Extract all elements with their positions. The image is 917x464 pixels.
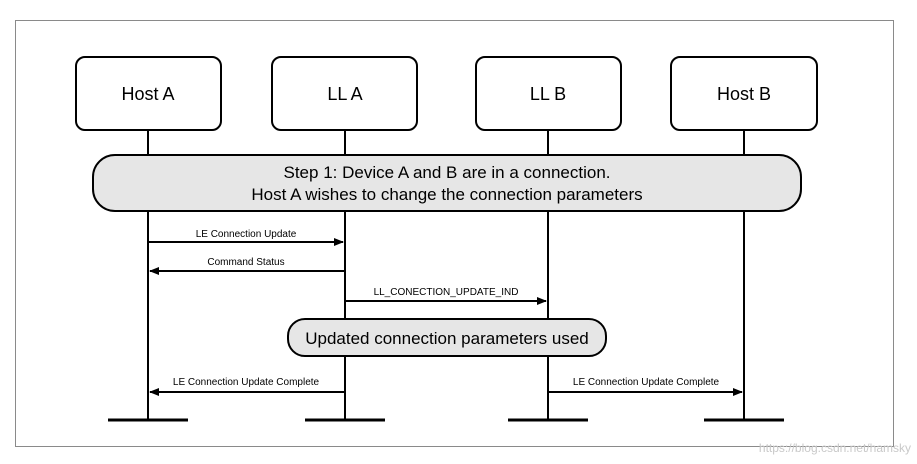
- participant-label: LL A: [327, 84, 362, 104]
- message-label: LE Connection Update Complete: [573, 377, 720, 388]
- participant-label: Host B: [717, 84, 771, 104]
- message-command-status: Command Status: [149, 257, 344, 275]
- participant-host-b: Host B: [670, 56, 818, 131]
- participant-ll-b: LL B: [475, 56, 622, 131]
- message-le-connection-update-complete-b: LE Connection Update Complete: [549, 377, 743, 396]
- step-banner-box: [92, 154, 802, 212]
- participant-box: [475, 56, 622, 131]
- participant-label: LL B: [530, 84, 566, 104]
- note-box: [287, 318, 607, 357]
- participant-host-a: Host A: [75, 56, 222, 131]
- message-label: LE Connection Update: [196, 229, 297, 240]
- diagram-frame: [15, 20, 894, 447]
- message-le-connection-update: LE Connection Update: [149, 229, 344, 246]
- message-label: LE Connection Update Complete: [173, 377, 320, 388]
- message-label: LL_CONECTION_UPDATE_IND: [374, 287, 519, 298]
- watermark: https://blog.csdn.net/hamsky: [758, 441, 911, 455]
- step-line-2: Host A wishes to change the connection p…: [251, 185, 642, 204]
- participant-box: [271, 56, 418, 131]
- message-le-connection-update-complete-a: LE Connection Update Complete: [149, 377, 344, 396]
- step-line-1: Step 1: Device A and B are in a connecti…: [284, 163, 611, 182]
- participant-box: [75, 56, 222, 131]
- note-updated-parameters: Updated connection parameters used: [287, 318, 607, 357]
- step-banner: Step 1: Device A and B are in a connecti…: [92, 154, 802, 212]
- message-label: Command Status: [207, 257, 284, 268]
- message-ll-connection-update-ind: LL_CONECTION_UPDATE_IND: [346, 287, 547, 305]
- note-label: Updated connection parameters used: [305, 329, 589, 348]
- participant-ll-a: LL A: [271, 56, 418, 131]
- participant-box: [670, 56, 818, 131]
- participant-label: Host A: [121, 84, 174, 104]
